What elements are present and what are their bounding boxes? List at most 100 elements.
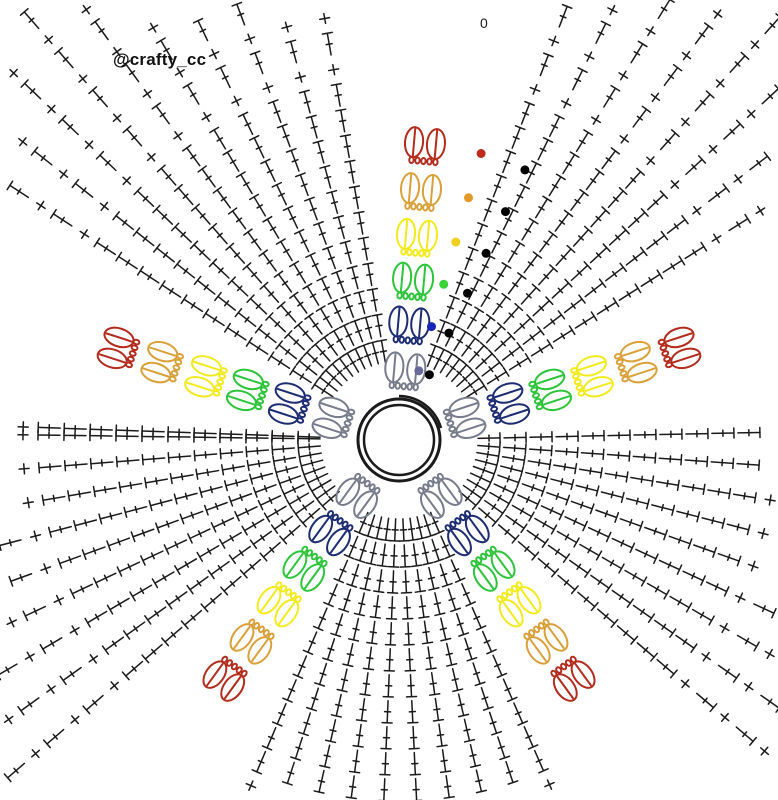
stitch-stroke [604,510,609,518]
double-crochet-stitch [525,160,542,184]
double-crochet-stitch [115,251,138,270]
double-crochet-stitch [274,465,299,478]
double-crochet-stitch [570,500,595,515]
stitch-stroke [496,230,507,237]
stitch-stroke [670,129,680,138]
stitch-stroke [750,40,760,49]
double-crochet-stitch [294,172,309,197]
stitch-stroke [366,641,378,645]
double-crochet-stitch [729,51,750,73]
chain-stitch [416,337,423,346]
stitch-stroke [723,586,730,597]
petal-vein [519,588,539,613]
stitch-stroke [80,585,85,593]
stitch-stroke [267,99,279,105]
chain-stitch [427,479,435,488]
chain-stitch [261,380,270,388]
double-crochet-stitch [144,606,167,625]
chain-stitch [126,355,135,363]
double-crochet-stitch [483,197,498,222]
double-crochet-stitch [297,442,322,454]
chain-stitch [470,559,478,568]
stitch-stroke [702,651,710,662]
petal-vein [556,675,575,700]
double-crochet-stitch [41,494,66,506]
stitch-stroke [5,666,10,674]
stitch-stroke [52,494,56,503]
stitch-stroke [410,564,423,568]
double-crochet-stitch [324,719,337,744]
chain-stitch [432,476,440,484]
single-crochet-stitch [122,176,132,186]
stitch-stroke [487,477,494,488]
double-crochet-stitch [218,531,242,549]
double-crochet-stitch [295,356,318,376]
chain-stitch [408,292,415,301]
stitch-stroke [677,536,682,544]
double-crochet-stitch [606,450,631,462]
double-crochet-stitch [376,543,388,568]
stitch-stroke [691,572,696,580]
stitch-stroke [206,468,209,477]
single-crochet-stitch [148,22,159,33]
petal-cluster [308,510,354,557]
stitch-stroke [234,510,240,522]
stitch-stroke [462,591,470,596]
stitch-stroke [504,528,510,536]
petal-vein [105,332,133,343]
stitch-stroke [640,208,649,217]
double-crochet-stitch [289,291,308,314]
stitch-stroke [281,781,293,786]
double-crochet-stitch [225,242,245,264]
double-crochet-stitch [548,173,566,197]
double-crochet-stitch [761,84,778,105]
double-crochet-stitch [261,726,277,751]
stitch-stroke [418,605,427,608]
double-crochet-stitch [301,466,326,481]
stitch-stroke [715,79,725,88]
stitch-stroke [343,553,355,560]
double-crochet-stitch [297,451,322,463]
stitch-stroke [155,522,160,534]
stitch-stroke [333,577,345,584]
double-crochet-stitch [407,517,419,542]
chain-stitch [446,420,455,427]
stitch-stroke [310,340,320,349]
stitch-stroke [529,334,535,341]
double-crochet-stitch [302,348,324,369]
stitch-stroke [610,84,621,92]
double-crochet-stitch [624,569,648,587]
double-crochet-stitch [472,662,486,687]
stitch-stroke [43,563,49,575]
double-crochet-stitch [151,571,175,589]
petal-vein [536,374,564,385]
stitch-stroke [678,255,686,266]
stitch-stroke [352,760,360,763]
chain-stitch [341,425,350,433]
double-crochet-stitch [477,432,501,444]
stitch-stroke [180,231,187,238]
chain-stitch [577,389,586,397]
stitch-stroke [364,326,373,330]
double-crochet-stitch [249,530,273,550]
double-crochet-stitch [345,775,357,800]
stitch-stroke [26,497,30,509]
double-crochet-stitch [208,222,228,245]
stitch-stroke [224,322,231,333]
stitch-stroke [491,468,497,480]
stitch-stroke [299,460,304,472]
double-crochet-stitch [302,282,320,306]
double-crochet-stitch [49,208,73,227]
stitch-stroke [538,205,545,211]
chain-stitch [363,479,371,488]
double-crochet-stitch [632,604,656,623]
double-crochet-stitch [272,455,297,467]
stitch-stroke [656,269,664,280]
stitch-stroke [626,291,632,298]
stitch-stroke [576,446,579,459]
stitch-stroke [144,615,152,625]
stitch-stroke [237,111,249,118]
chain-stitch [570,367,579,374]
petal-vein [392,353,397,382]
stitch-stroke [582,520,588,532]
